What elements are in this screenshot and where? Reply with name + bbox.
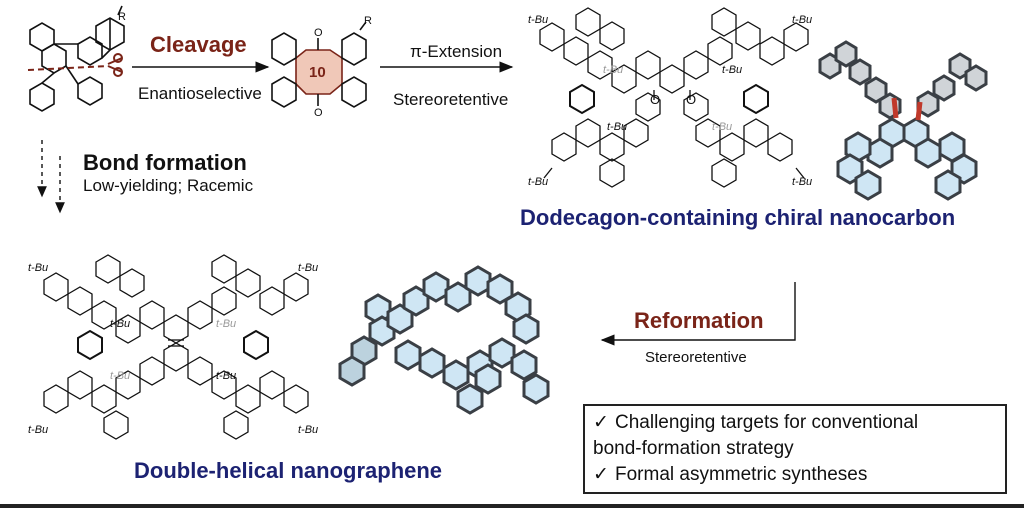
summary-item-continuation: bond-formation strategy — [593, 436, 997, 462]
enantioselective-label: Enantioselective — [138, 84, 262, 103]
summary-box: ✓ Challenging targets for conventional b… — [583, 404, 1007, 494]
reformation-arrow — [600, 282, 796, 346]
tbu-label: t-Bu — [607, 121, 628, 133]
oxygen-label-2: O — [314, 107, 323, 119]
summary-item-text: Challenging targets for conventional — [615, 412, 919, 433]
atom-labels: R R O O 10 O O — [118, 11, 696, 119]
tbu-label: t-Bu — [528, 14, 549, 26]
summary-item-text: Formal asymmetric syntheses — [615, 464, 868, 485]
tbu-label: t-Bu — [110, 370, 131, 382]
r-group-label-1: R — [118, 11, 126, 23]
tbu-label: t-Bu — [298, 424, 319, 436]
bond-formation-label: Bond formation — [83, 150, 247, 175]
summary-item: ✓ Formal asymmetric syntheses — [593, 462, 997, 488]
check-mark-icon: ✓ — [593, 464, 609, 485]
reformation-label: Reformation — [634, 308, 764, 333]
tbu-label: t-Bu — [722, 64, 743, 76]
oxygen-label-4: O — [686, 92, 696, 107]
starting-material-structure — [29, 5, 125, 112]
tbu-label: t-Bu — [792, 14, 813, 26]
double-helical-3d-model — [338, 265, 550, 415]
summary-item: ✓ Challenging targets for conventional — [593, 410, 997, 436]
cleavage-label: Cleavage — [150, 32, 247, 57]
tbu-label: t-Bu — [216, 370, 237, 382]
tbu-label: t-Bu — [792, 176, 813, 188]
oxygen-label-3: O — [650, 92, 660, 107]
oxygen-label-1: O — [314, 27, 323, 39]
tbu-label: t-Bu — [298, 262, 319, 274]
low-yielding-label: Low-yielding; Racemic — [83, 176, 254, 195]
tbu-label: t-Bu — [28, 262, 49, 274]
double-helical-title: Double-helical nanographene — [134, 458, 443, 483]
ring-size-label: 10 — [309, 64, 326, 81]
tbu-label: t-Bu — [216, 318, 237, 330]
tbu-label: t-Bu — [712, 121, 733, 133]
tbu-label: t-Bu — [28, 424, 49, 436]
stereoretentive-label-bottom: Stereoretentive — [645, 349, 747, 366]
diketone-intermediate-structure — [271, 21, 367, 108]
dodecagon-nanocarbon-structure — [539, 7, 809, 188]
dodecagon-3d-model — [818, 40, 988, 201]
r-group-label-2: R — [364, 15, 372, 27]
tbu-label: t-Bu — [528, 176, 549, 188]
scissors-icon — [107, 53, 123, 77]
pi-extension-label: π-Extension — [410, 42, 503, 61]
tbu-label: t-Bu — [603, 64, 624, 76]
tbu-label: t-Bu — [110, 318, 131, 330]
dodecagon-nanocarbon-title: Dodecagon-containing chiral nanocarbon — [520, 205, 956, 230]
stereoretentive-label-top: Stereoretentive — [393, 90, 509, 109]
check-mark-icon: ✓ — [593, 412, 609, 433]
double-helical-nanographene-structure — [43, 254, 309, 440]
cleavage-dashed-line — [27, 65, 109, 71]
bottom-divider — [0, 504, 1024, 508]
summary-item-text: bond-formation strategy — [593, 438, 794, 459]
